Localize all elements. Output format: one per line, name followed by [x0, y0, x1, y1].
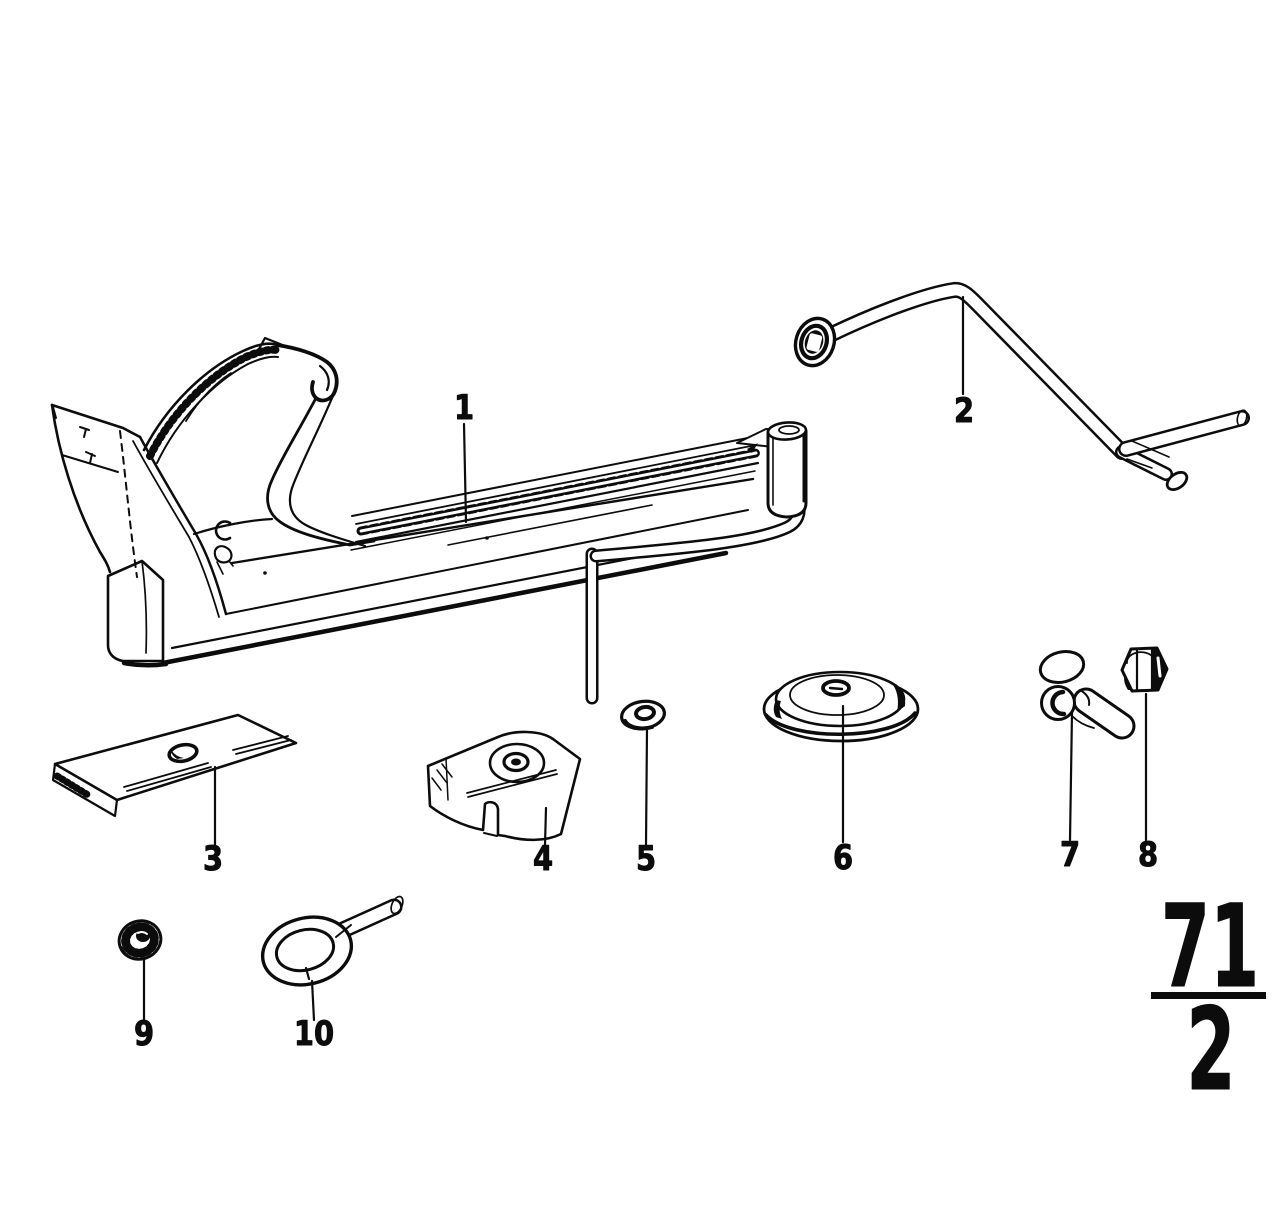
- callout-9-label: 9: [134, 1015, 154, 1054]
- jack-lifting-arm: [142, 336, 376, 575]
- callout-10: 10: [293, 979, 335, 1054]
- page-number-fraction-bar: [1151, 992, 1266, 999]
- jack-base-plate: [50, 403, 228, 618]
- callout-10-leader: [310, 979, 316, 1022]
- part-drawing-washer: [620, 699, 666, 731]
- part-drawing-wheel-wrench: [793, 281, 1250, 491]
- part-drawing-wing-nut: [1038, 650, 1136, 740]
- part-drawing-mounting-bracket: [426, 730, 582, 842]
- callout-4-leader: [543, 806, 548, 847]
- part-drawing-cover-cap: [762, 670, 920, 743]
- callout-4-label: 4: [533, 840, 553, 879]
- part-drawing-jack: [50, 336, 808, 705]
- part-drawing-hex-nut: [1120, 646, 1169, 693]
- callout-9: 9: [133, 958, 155, 1054]
- callout-6: 6: [832, 704, 854, 878]
- part-drawing-retaining-plate: [51, 713, 298, 818]
- callout-1-label: 1: [454, 389, 474, 428]
- jack-crank-socket: [736, 421, 808, 519]
- callout-2: 2: [953, 295, 975, 431]
- jack-hook-bracket: [589, 498, 806, 563]
- callout-1-leader: [462, 422, 468, 524]
- callout-3: 3: [202, 765, 224, 879]
- page-number-badge: 71 2: [1151, 881, 1266, 1117]
- callout-1: 1: [453, 388, 475, 524]
- callout-7-label: 7: [1060, 836, 1080, 875]
- wrench-box-end: [793, 316, 837, 368]
- page-number-denominator: 2: [1186, 984, 1235, 1116]
- callout-8: 8: [1137, 692, 1159, 875]
- jack-beam: [160, 435, 762, 666]
- callout-5-leader: [644, 727, 649, 847]
- callout-5-label: 5: [636, 840, 656, 879]
- callout-2-label: 2: [954, 392, 974, 431]
- callout-10-label: 10: [294, 1015, 334, 1054]
- callout-6-label: 6: [833, 839, 853, 878]
- callout-3-label: 3: [203, 840, 223, 879]
- callout-8-label: 8: [1138, 836, 1158, 875]
- callout-5: 5: [635, 727, 657, 879]
- part-drawing-eye-bolt: [260, 895, 404, 987]
- wrench-shaft: [822, 281, 1130, 460]
- wrench-shaft-tip: [1115, 445, 1189, 491]
- callout-7-leader: [1068, 710, 1074, 842]
- part-drawing-knurled-nut: [117, 919, 163, 961]
- page-number-numerator: 71: [1161, 881, 1259, 1013]
- callout-4: 4: [532, 806, 554, 879]
- callout-7: 7: [1059, 710, 1081, 875]
- wrench-cross-handle: [1118, 409, 1250, 469]
